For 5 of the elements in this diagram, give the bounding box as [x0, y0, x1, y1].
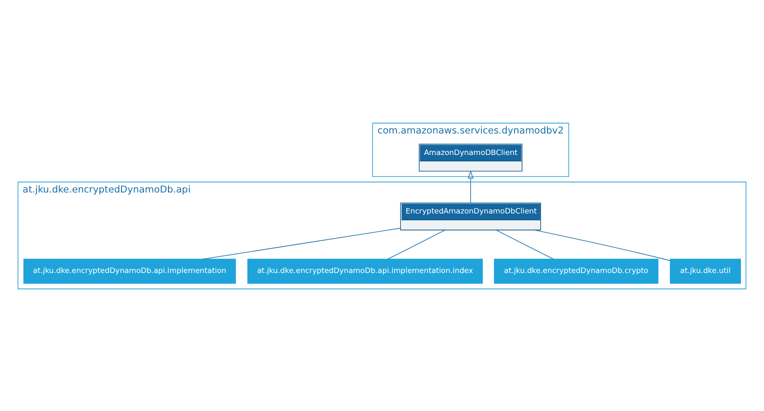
connector	[202, 227, 401, 259]
connector	[496, 229, 554, 259]
connector	[534, 229, 670, 260]
connector	[388, 229, 446, 259]
arrow	[468, 170, 474, 203]
